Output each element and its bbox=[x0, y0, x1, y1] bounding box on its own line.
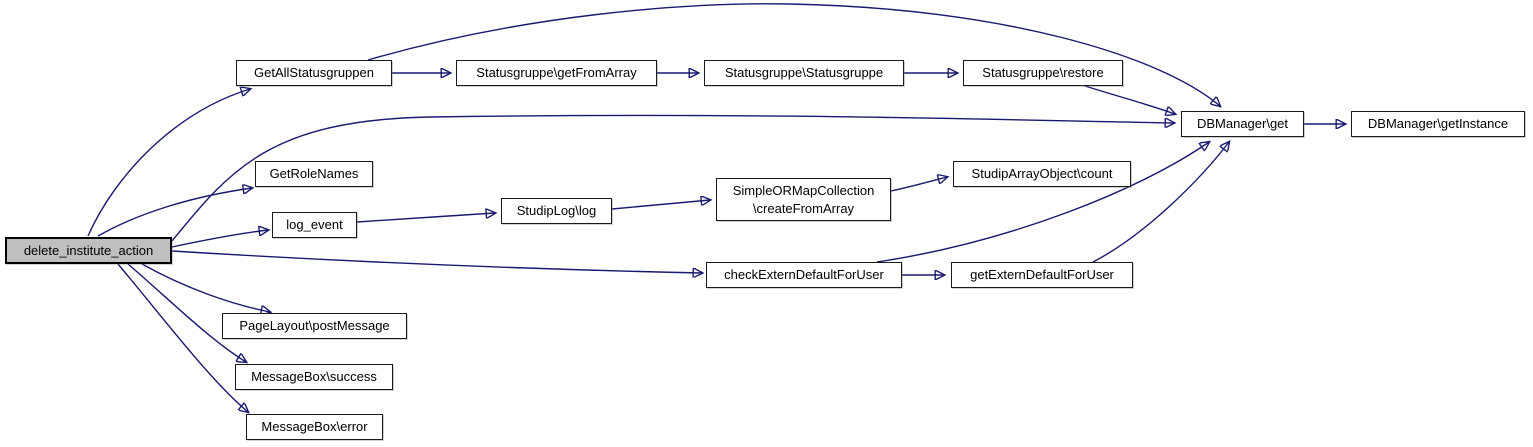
edge-main-to-messagebox-success bbox=[127, 263, 246, 362]
edge-main-to-log-event bbox=[171, 230, 268, 248]
node-getexterndefaultforuser[interactable]: getExternDefaultForUser bbox=[951, 262, 1133, 288]
node-messagebox-success[interactable]: MessageBox\success bbox=[235, 364, 393, 390]
edge-log-event-to-studiplog bbox=[356, 213, 495, 223]
node-label: SimpleORMapCollection \createFromArray bbox=[732, 182, 875, 216]
node-checkexterndefaultforuser[interactable]: checkExternDefaultForUser bbox=[706, 262, 902, 288]
node-dbmanager-getinstance[interactable]: DBManager\getInstance bbox=[1351, 111, 1525, 137]
edge-restore-to-dbmanager-get bbox=[1084, 85, 1175, 114]
node-label: StudipArrayObject\count bbox=[971, 166, 1113, 182]
node-label: MessageBox\success bbox=[251, 369, 377, 385]
edge-main-to-getallstatusgruppen bbox=[87, 89, 250, 237]
node-label: Statusgruppe\Statusgruppe bbox=[724, 65, 884, 81]
edge-main-to-messagebox-error bbox=[117, 263, 248, 412]
node-studiparrayobject-count[interactable]: StudipArrayObject\count bbox=[953, 161, 1131, 187]
node-getrolenames[interactable]: GetRoleNames bbox=[255, 161, 373, 187]
node-label: DBManager\get bbox=[1196, 116, 1289, 132]
edge-simpleormapcollection-to-studiparrayobject-count bbox=[890, 177, 947, 192]
node-pagelayout-postmessage[interactable]: PageLayout\postMessage bbox=[222, 313, 407, 339]
edge-main-to-dbmanager-get bbox=[171, 114, 1174, 242]
edge-getallstatusgruppen-to-dbmanager-get bbox=[367, 3, 1220, 106]
node-label: StudipLog\log bbox=[516, 203, 597, 219]
node-log-event[interactable]: log_event bbox=[272, 212, 357, 238]
node-label: getExternDefaultForUser bbox=[970, 267, 1114, 283]
node-statusgruppe-restore[interactable]: Statusgruppe\restore bbox=[963, 60, 1123, 86]
node-getallstatusgruppen[interactable]: GetAllStatusgruppen bbox=[236, 60, 392, 86]
node-label: delete_institute_action bbox=[23, 242, 154, 258]
edge-checkextern-to-dbmanager-get bbox=[876, 142, 1209, 263]
node-statusgruppe-getfromarray[interactable]: Statusgruppe\getFromArray bbox=[456, 60, 657, 86]
edge-studiplog-to-simpleormapcollection bbox=[611, 200, 710, 210]
node-label: DBManager\getInstance bbox=[1367, 116, 1509, 132]
edge-main-to-pagelayout-postmessage bbox=[141, 263, 270, 312]
node-delete-institute-action: delete_institute_action bbox=[5, 237, 172, 264]
edge-getextern-to-dbmanager-get bbox=[1092, 142, 1229, 263]
node-label: PageLayout\postMessage bbox=[239, 318, 390, 334]
node-label: GetRoleNames bbox=[269, 166, 359, 182]
node-messagebox-error[interactable]: MessageBox\error bbox=[246, 414, 383, 440]
node-simpleormapcollection-createfromarray[interactable]: SimpleORMapCollection \createFromArray bbox=[716, 178, 891, 221]
node-label: GetAllStatusgruppen bbox=[254, 65, 374, 81]
edge-main-to-getrolenames bbox=[97, 188, 252, 237]
node-label: MessageBox\error bbox=[261, 419, 368, 435]
node-label: log_event bbox=[286, 217, 343, 233]
node-label: Statusgruppe\getFromArray bbox=[476, 65, 637, 81]
node-studiplog-log[interactable]: StudipLog\log bbox=[501, 198, 612, 224]
node-statusgruppe-statusgruppe[interactable]: Statusgruppe\Statusgruppe bbox=[704, 60, 904, 86]
node-label: checkExternDefaultForUser bbox=[724, 267, 884, 283]
node-label: Statusgruppe\restore bbox=[982, 65, 1104, 81]
node-dbmanager-get[interactable]: DBManager\get bbox=[1181, 111, 1304, 137]
edge-main-to-checkexterndefaultforuser bbox=[171, 250, 702, 273]
